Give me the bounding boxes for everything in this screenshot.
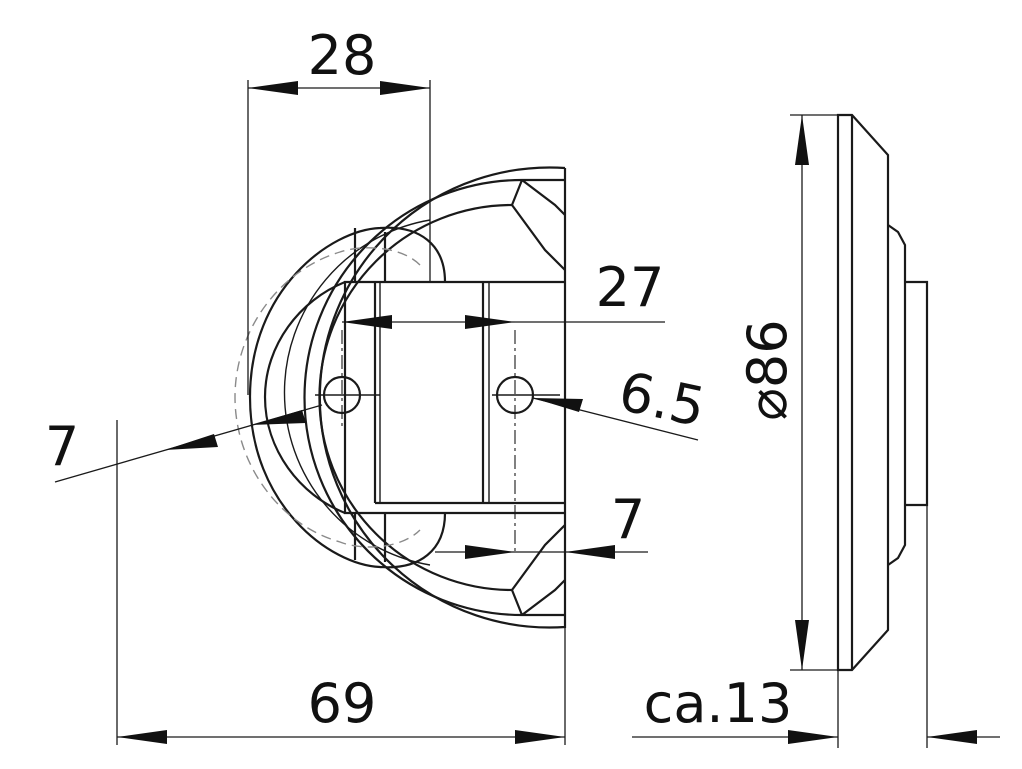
d-ring-bottom-end	[353, 513, 387, 562]
groove-detail-top	[510, 178, 566, 271]
side-flange	[836, 113, 890, 672]
dim-top-width: 28	[247, 24, 431, 395]
side-view	[836, 113, 929, 672]
dim-label-overall-width: 69	[308, 672, 377, 735]
center-plate	[343, 280, 565, 515]
dim-label-bottom-offset: 7	[611, 488, 645, 551]
dim-label-left-offset: 7	[45, 415, 79, 478]
inner-groove-ring	[283, 219, 431, 566]
dim-label-slot-width: 27	[596, 256, 665, 319]
dim-label-thickness: ca.13	[644, 672, 793, 735]
dim-bottom-offset: 7	[435, 488, 648, 559]
d-ring-hidden-line	[234, 247, 421, 548]
dim-slot-width: 27	[342, 256, 665, 329]
dim-label-diameter: ⌀86	[736, 319, 799, 420]
dim-diameter: ⌀86	[736, 114, 850, 671]
groove-detail-bottom	[510, 524, 566, 617]
d-ring-top-end	[353, 228, 387, 282]
side-plate	[905, 280, 929, 507]
dim-thickness: ca.13	[632, 505, 1000, 748]
second-ring	[303, 178, 523, 617]
third-ring	[318, 203, 513, 592]
dim-hole-diameter: 6.5	[532, 360, 711, 441]
dim-left-offset: 7	[45, 404, 323, 483]
d-ring-inner	[263, 280, 346, 515]
outer-flange-outline	[318, 166, 567, 629]
side-boss	[887, 224, 907, 566]
front-view	[234, 166, 567, 629]
dim-label-hole-diameter: 6.5	[614, 360, 711, 439]
d-ring-outer	[248, 226, 447, 569]
dim-label-top-width: 28	[308, 24, 377, 87]
dim-overall-width: 69	[116, 420, 566, 745]
